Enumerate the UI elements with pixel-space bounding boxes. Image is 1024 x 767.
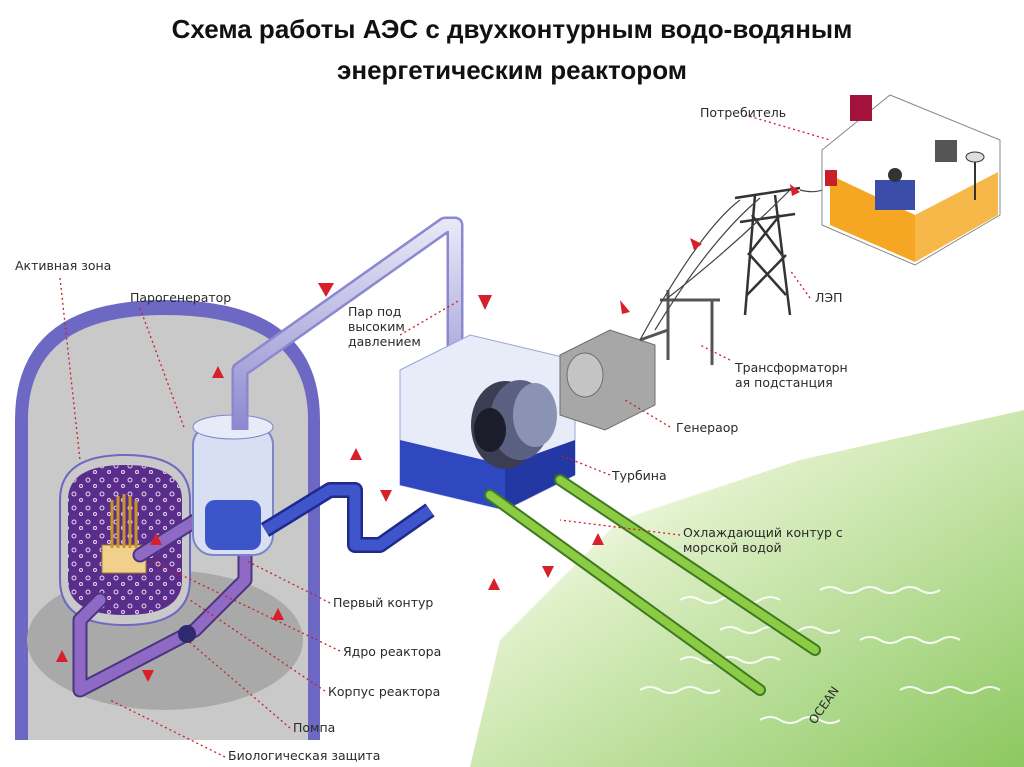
leader-lines — [59, 114, 831, 758]
tv-icon — [935, 140, 957, 162]
label-steam-line-3: давлением — [348, 334, 421, 349]
transformer-substation — [639, 290, 720, 365]
label-active-zone: Активная зона — [15, 258, 111, 273]
steam-pipe — [231, 216, 464, 430]
label-steam-generator: Парогенератор — [130, 290, 231, 305]
page-title-line-1: Схема работы АЭС с двухконтурным водо-во… — [171, 14, 853, 44]
label-steam-line-1: Пар под — [348, 304, 401, 319]
page-title-line-2: энергетическим реактором — [337, 55, 687, 85]
consumer-house — [821, 94, 1001, 266]
turbine-rotor — [471, 380, 557, 469]
label-reactor-core: Ядро реактора — [343, 644, 441, 659]
steam-generator — [192, 414, 274, 556]
reactor-vessel — [59, 453, 191, 627]
generator — [559, 329, 656, 431]
label-cooling-line-2: морской водой — [683, 540, 782, 555]
chimney-icon — [850, 95, 872, 121]
label-cooling-line-1: Охлаждающий контур с — [683, 525, 843, 540]
label-power-line: ЛЭП — [815, 290, 843, 305]
power-line-tower — [734, 186, 801, 316]
label-consumer: Потребитель — [700, 105, 786, 120]
label-transformer-line-2: ая подстанция — [735, 375, 833, 390]
label-transformer-line-1: Трансформаторн — [734, 360, 848, 375]
label-pump: Помпа — [293, 720, 335, 735]
condensate-pipe — [260, 482, 435, 553]
reactor-core — [101, 494, 147, 574]
cooling-circuit-pipes — [484, 474, 821, 696]
armchair-icon — [875, 180, 915, 210]
label-steam-line-2: высоким — [348, 319, 405, 334]
power-line-wires — [639, 184, 831, 341]
label-first-circuit: Первый контур — [333, 595, 433, 610]
pump-icon — [178, 625, 196, 643]
label-bio-shield: Биологическая защита — [228, 748, 380, 763]
flow-arrows — [56, 184, 800, 682]
person-icon — [888, 168, 902, 182]
turbine-condenser — [399, 334, 576, 511]
ocean-area: OCEAN — [470, 410, 1024, 767]
label-turbine: Турбина — [611, 468, 667, 483]
label-reactor-vessel: Корпус реактора — [328, 684, 440, 699]
label-generator: Генераор — [676, 420, 738, 435]
